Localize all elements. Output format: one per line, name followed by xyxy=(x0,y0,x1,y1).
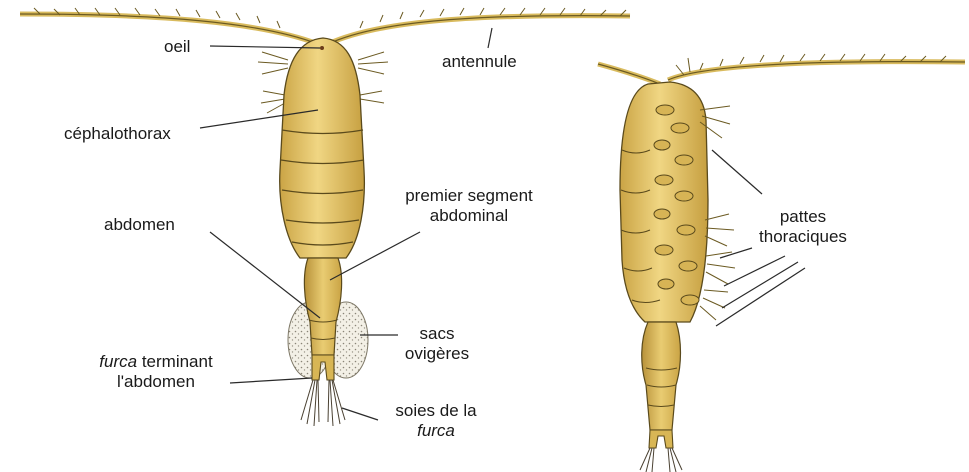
label-furca-italic: furca xyxy=(99,352,137,371)
label-soies-de-la-furca: soies de la furca xyxy=(386,401,486,441)
label-sacs-line2: ovigères xyxy=(402,344,472,364)
label-soies-line1: soies de la xyxy=(386,401,486,421)
label-cephalothorax: céphalothorax xyxy=(64,124,171,144)
label-furca-terminant: furca terminant l'abdomen xyxy=(76,352,236,392)
label-antennule: antennule xyxy=(442,52,517,72)
label-soies-line2: furca xyxy=(386,421,486,441)
label-oeil: oeil xyxy=(164,37,190,57)
label-pattes-line2: thoraciques xyxy=(746,227,860,247)
furca-setae xyxy=(301,380,345,426)
leader-pattes-3 xyxy=(724,256,785,286)
label-sacs-line1: sacs xyxy=(402,324,472,344)
label-abdomen: abdomen xyxy=(104,215,175,235)
leader-pattes-5 xyxy=(716,268,805,326)
leader-antennule xyxy=(488,28,492,48)
label-sacs-ovigeres: sacs ovigères xyxy=(402,324,472,364)
label-pattes-line1: pattes xyxy=(746,207,860,227)
right-antennules xyxy=(598,54,965,84)
label-furca-line2: l'abdomen xyxy=(76,372,236,392)
cephalothorax-shape xyxy=(280,38,365,258)
label-premier-segment: premier segment abdominal xyxy=(386,186,552,226)
right-copepod xyxy=(598,54,965,472)
label-furca-rest: terminant xyxy=(137,352,213,371)
label-premier-segment-line2: abdominal xyxy=(386,206,552,226)
leader-pattes-1 xyxy=(712,150,762,194)
label-premier-segment-line1: premier segment xyxy=(386,186,552,206)
leader-furca xyxy=(230,378,312,383)
label-pattes-thoraciques: pattes thoraciques xyxy=(746,207,860,247)
leader-soies xyxy=(342,408,378,420)
